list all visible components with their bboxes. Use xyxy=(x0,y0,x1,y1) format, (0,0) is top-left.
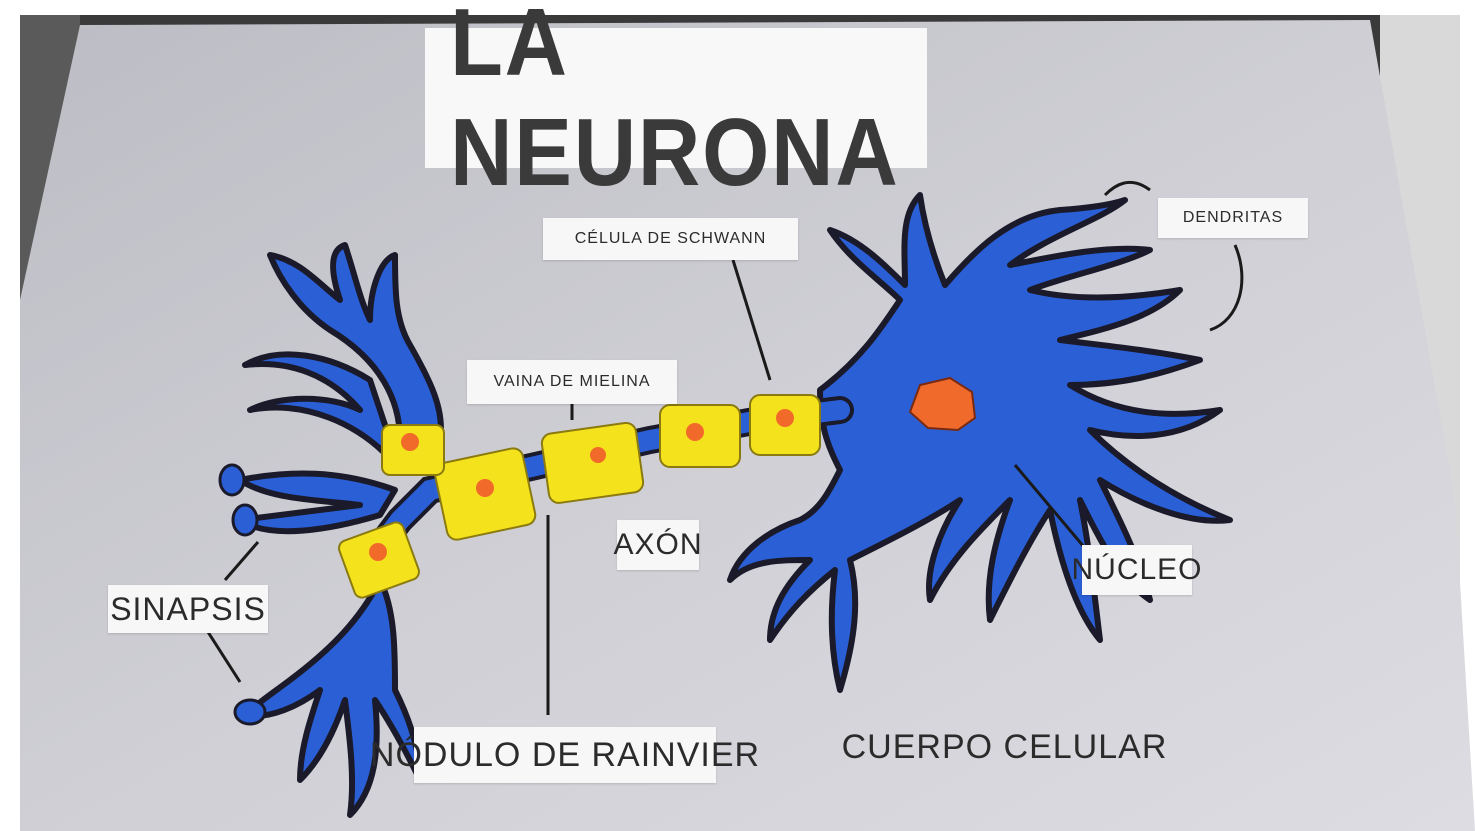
label-nodulo-rainvier: NÓDULO DE RAINVIER xyxy=(370,727,759,783)
label-cuerpo-celular: CUERPO CELULAR xyxy=(842,722,1167,772)
label-dendritas-text: DENDRITAS xyxy=(1182,209,1284,226)
label-vaina-mielina-text: VAINA DE MIELINA xyxy=(493,373,651,390)
axon-terminals xyxy=(237,242,444,818)
label-cuerpo-celular-text: CUERPO CELULAR xyxy=(841,727,1168,766)
label-nodulo-rainvier-text: NÓDULO DE RAINVIER xyxy=(369,735,761,774)
label-axon: AXÓN xyxy=(613,520,702,570)
label-nucleo-text: NÚCLEO xyxy=(1071,553,1203,586)
poster-title-text: LA NEURONA xyxy=(450,0,900,206)
label-dendritas: DENDRITAS xyxy=(1158,198,1308,238)
label-sinapsis: SINAPSIS xyxy=(108,585,268,633)
poster-title: LA NEURONA xyxy=(425,0,927,206)
label-vaina-mielina: VAINA DE MIELINA xyxy=(467,360,677,404)
label-sinapsis-text: SINAPSIS xyxy=(110,590,266,627)
label-axon-text: AXÓN xyxy=(613,528,703,561)
label-celula-schwann-text: CÉLULA DE SCHWANN xyxy=(574,230,767,247)
pointer-lines xyxy=(206,180,1244,715)
nucleus-shape xyxy=(908,376,977,432)
cell-body-dendrites xyxy=(727,192,1233,693)
label-nucleo: NÚCLEO xyxy=(1071,545,1202,595)
label-celula-schwann: CÉLULA DE SCHWANN xyxy=(543,218,798,260)
ranvier-nodes xyxy=(369,409,794,561)
